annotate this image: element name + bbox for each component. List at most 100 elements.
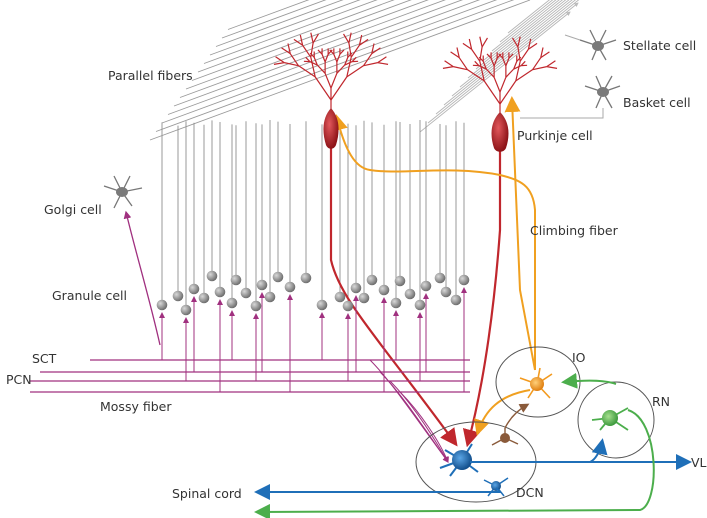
purkinje-dendrite: [479, 61, 485, 82]
purkinje-dendrite: [348, 32, 352, 44]
purkinje-dendrite: [483, 80, 501, 105]
purkinje-dendrite: [324, 54, 329, 63]
purkinje-dendrite: [284, 62, 299, 67]
purkinje-dendrite: [312, 33, 319, 44]
purkinje-dendrite: [479, 46, 483, 62]
granule-cell: [188, 283, 200, 295]
purkinje-dendrite: [519, 48, 529, 62]
basket-cell-icon: [520, 75, 621, 119]
purkinje-dendrite: [317, 49, 323, 55]
purkinje-dendrite: [330, 76, 348, 101]
purkinje-dendrite: [330, 73, 338, 89]
purkinje-dendrite: [363, 53, 373, 66]
granule-cell: [334, 291, 346, 303]
purkinje-dendrite: [327, 49, 333, 55]
rn-to-io-output: [561, 372, 617, 389]
purkinje-dendrite: [498, 53, 504, 59]
granule-cell: [284, 281, 296, 293]
climbing-fiber-left: [332, 114, 536, 370]
parallel-fiber-end: [507, 0, 550, 34]
granule-cell: [450, 294, 462, 306]
spinal-cord-label: Spinal cord: [172, 486, 242, 501]
purkinje-dendrite: [467, 69, 485, 82]
purkinje-dendrite: [450, 51, 460, 59]
granule-cell: [434, 272, 446, 284]
purkinje-dendrite: [486, 53, 492, 59]
rn-neuron-icon: [591, 407, 629, 431]
parallel-fiber-end: [491, 0, 557, 52]
granule-cell: [264, 291, 276, 303]
purkinje-dendrite: [309, 61, 318, 66]
purkinje-dendrite: [324, 73, 332, 89]
purkinje-dendrite: [336, 64, 346, 74]
golgi-cell-label: Golgi cell: [44, 202, 102, 217]
granule-cell: [394, 275, 406, 287]
purkinje-cell-right: [491, 112, 509, 152]
granule-cell-label: Granule cell: [52, 288, 127, 303]
granule-cell: [256, 279, 268, 291]
granule-cell: [316, 299, 328, 311]
parallel-fiber: [167, 0, 481, 115]
parallel-fiber-end: [427, 2, 579, 124]
granule-cell: [172, 290, 184, 302]
purkinje-dendrite: [336, 54, 341, 63]
purkinje-dendrite: [346, 65, 364, 78]
granule-cell: [414, 299, 426, 311]
purkinje-dendrite: [316, 64, 326, 74]
granule-cell: [342, 300, 354, 312]
purkinje-dendrites-left: [273, 32, 389, 110]
rn-label: RN: [652, 394, 670, 409]
parallel-fiber: [179, 0, 446, 98]
rn-boundary: [577, 381, 655, 459]
granule-cell: [198, 292, 210, 304]
parallel-fiber-end: [419, 11, 571, 133]
stellate-cell-label: Stellate cell: [623, 38, 696, 53]
purkinje-dendrite: [546, 66, 558, 69]
purkinje-dendrite: [493, 58, 498, 67]
granule-cell: [240, 287, 252, 299]
purkinje-dendrite: [299, 34, 304, 46]
granule-cells-group: [156, 270, 470, 316]
purkinje-dendrite: [512, 37, 519, 48]
parallel-fiber-end: [467, 0, 567, 79]
purkinje-dendrite: [377, 62, 389, 65]
purkinje-dendrite: [346, 57, 352, 78]
golgi-cell-icon: [103, 175, 143, 209]
purkinje-dendrite: [485, 68, 495, 78]
pcn-label: PCN: [6, 372, 32, 387]
parallel-fiber: [173, 0, 464, 107]
purkinje-dendrite: [515, 61, 521, 82]
purkinje-dendrite: [478, 65, 487, 70]
granule-axons-group: [161, 120, 465, 310]
purkinje-dendrite: [344, 61, 353, 66]
dcn-neuron-icon: [439, 443, 479, 477]
purkinje-dendrite: [305, 56, 311, 63]
purkinje-dendrite: [513, 65, 522, 70]
purkinje-dendrite: [302, 44, 312, 58]
purkinje-dendrite: [453, 66, 468, 71]
vl-label: VL: [691, 455, 707, 470]
purkinje-dendrites-right: [442, 36, 558, 114]
purkinje-dendrite: [275, 56, 285, 64]
granule-cell: [378, 284, 390, 296]
purkinje-dendrite: [371, 43, 375, 54]
purkinje-dendrite: [493, 77, 501, 93]
purkinje-dendrite: [468, 38, 473, 50]
climbing-fiber-right: [504, 96, 536, 371]
dcn-inhibitory-neuron-icon: [491, 403, 530, 446]
purkinje-dendrite: [528, 42, 538, 50]
climbing-fiber-label: Climbing fiber: [530, 223, 619, 238]
purkinje-dendrite: [310, 57, 316, 78]
purkinje-dendrite: [293, 38, 303, 46]
mossy-fibers-group: [30, 287, 470, 463]
stellate-cell-icon: [564, 29, 617, 61]
purkinje-cell-label: Purkinje cell: [517, 128, 593, 143]
purkinje-dendrite: [505, 68, 515, 78]
purkinje-cell-left: [323, 108, 339, 149]
purkinje-dendrite: [339, 49, 345, 55]
parallel-fiber: [161, 0, 498, 124]
purkinje-axon-right: [462, 150, 502, 448]
purkinje-dendrite: [527, 38, 532, 50]
